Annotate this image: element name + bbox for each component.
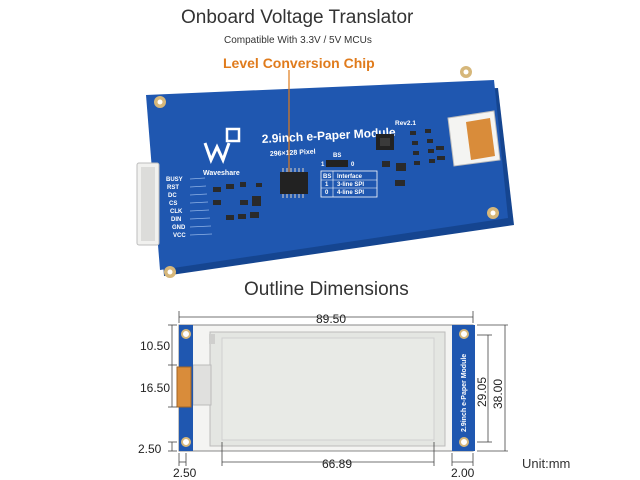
mounting-hole-bottom-left xyxy=(164,266,176,278)
pin-label: CLK xyxy=(170,209,183,215)
dim-height-inner: 29.05 xyxy=(475,377,489,407)
pin-label: DIN xyxy=(171,217,181,223)
dim-left-margin: 2.50 xyxy=(173,466,197,480)
pin-label: VCC xyxy=(173,233,186,239)
mounting-hole-top-left xyxy=(154,96,166,108)
pin-traces xyxy=(189,177,213,236)
dim-width: 89.50 xyxy=(316,312,346,326)
panel-pcb-strip xyxy=(452,325,475,451)
dim-height-outer: 38.00 xyxy=(491,379,505,409)
mounting-hole-bottom-right xyxy=(487,207,499,219)
page-subtitle: Compatible With 3.3V / 5V MCUs xyxy=(224,35,372,46)
pin-label: BUSY xyxy=(166,177,183,183)
waveshare-logo xyxy=(203,127,241,164)
table-cell: 1 xyxy=(325,182,329,188)
dim-active-width: 66.89 xyxy=(322,457,352,471)
bs-one: 1 xyxy=(321,162,325,168)
dim-right-margin: 2.00 xyxy=(451,466,475,480)
interface-table: BS Interface 1 3-line SPI 0 4-line SPI xyxy=(320,170,378,198)
bs-zero: 0 xyxy=(351,162,355,168)
pin-header-connector xyxy=(136,162,160,246)
fpc-passives xyxy=(382,129,445,186)
table-header-bs: BS xyxy=(323,174,331,180)
panel-outline xyxy=(178,324,474,452)
pin-label: GND xyxy=(172,225,186,231)
level-conversion-chip xyxy=(280,168,308,198)
callout-label: Level Conversion Chip xyxy=(223,55,375,71)
dim-top-offset: 10.50 xyxy=(140,339,170,353)
dim-connector-height: 16.50 xyxy=(140,381,170,395)
dim-bottom-margin: 2.50 xyxy=(138,442,162,456)
pin-label: CS xyxy=(169,201,177,207)
mounting-hole-top-right xyxy=(460,66,472,78)
pin-label: DC xyxy=(168,193,177,199)
pin-label: RST xyxy=(167,185,179,191)
table-cell: 4-line SPI xyxy=(337,190,364,196)
pcb-board xyxy=(146,80,508,270)
board-resolution: 296×128 Pixel xyxy=(270,149,316,158)
fpc-connector xyxy=(447,110,501,167)
bs-label: BS xyxy=(333,153,341,159)
unit-label: Unit:mm xyxy=(522,456,571,471)
table-cell: 0 xyxy=(325,190,329,196)
dimension-lines xyxy=(168,311,508,466)
outline-heading: Outline Dimensions xyxy=(244,279,409,300)
table-header-interface: Interface xyxy=(337,174,363,180)
page-title: Onboard Voltage Translator xyxy=(181,7,414,28)
brand-text: Waveshare xyxy=(203,170,240,177)
bs-switch xyxy=(326,160,348,167)
passive-components xyxy=(213,182,262,220)
table-cell: 3-line SPI xyxy=(337,182,364,188)
board-revision: Rev2.1 xyxy=(395,120,416,127)
panel-label: 2.9inch e-Paper Module xyxy=(461,354,468,432)
panel-left-pcb xyxy=(176,325,193,451)
power-ic xyxy=(376,134,394,150)
